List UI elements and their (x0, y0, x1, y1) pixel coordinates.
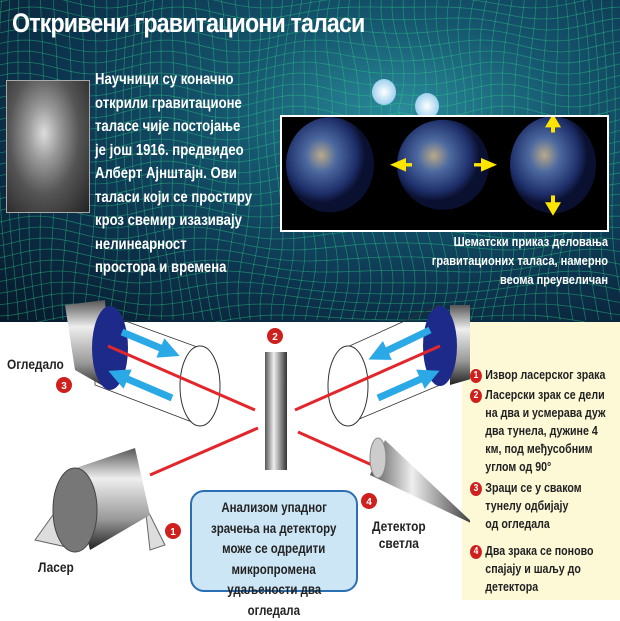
legend-text: тунелу одбијају (485, 497, 614, 515)
legend-text: спајају и шаљу до (485, 560, 614, 578)
grid-line (0, 40, 620, 52)
marker-number: 4 (366, 497, 372, 508)
grid-line (612, 0, 620, 320)
intro-line: нелинеарност (95, 233, 275, 257)
marker-4-icon: 4 (470, 545, 482, 559)
legend-text: Ласерски зрак се дели (485, 388, 604, 402)
laser-beam (150, 428, 258, 475)
page-title: Откривени гравитациони таласи (12, 8, 364, 39)
mirror-label: Огледало (7, 356, 64, 373)
info-line: удаљености два (227, 580, 321, 601)
grid-line (0, 84, 620, 96)
detector-label-line: Детектор (372, 518, 426, 535)
caption-line: Шематски приказ деловања (431, 232, 608, 251)
intro-line: Научници су коначно (95, 68, 275, 92)
light-detector (370, 438, 470, 525)
star-icon (372, 79, 396, 105)
detector-label-line: светла (372, 535, 426, 552)
info-line: огледала (248, 601, 300, 621)
caption-line: веома преувеличан (431, 270, 608, 289)
grid-line (0, 62, 620, 74)
caption-line: гравитационих таласа, намерно (431, 251, 608, 270)
earth-normal (286, 117, 374, 212)
grid-line (0, 51, 620, 63)
grid-line (0, 95, 620, 107)
intro-line: открили гравитационе (95, 92, 275, 116)
laser-beam (298, 432, 372, 465)
info-line: зрачења на детектору (211, 519, 336, 540)
intro-line: је још 1916. предвидео (95, 139, 275, 163)
beam-arrow-icon (118, 375, 172, 398)
legend-text: Два зрака се поново (485, 544, 593, 558)
legend-text: на два и усмерава дуж (485, 404, 614, 422)
marker-2-icon: 2 (470, 389, 482, 403)
intro-line: таласе чије постојање (95, 115, 275, 139)
info-line: Анализом упадног (221, 498, 327, 519)
beam-arrow-icon (378, 375, 430, 398)
earth-deformation-panel (280, 115, 609, 232)
spacetime-background: Откривени гравитациони таласи Научници с… (0, 0, 620, 322)
laser-label: Ласер (38, 559, 74, 576)
beam-arrow-icon (122, 332, 170, 352)
marker-number: 2 (272, 332, 278, 343)
intro-line: Алберт Ајнштајн. Ови (95, 162, 275, 186)
beam-arrow-icon (378, 330, 430, 355)
earth-caption: Шематски приказ деловања гравитационих т… (431, 232, 608, 289)
marker-3-icon: 3 (470, 482, 482, 496)
info-line: микропромена (232, 560, 316, 581)
legend-text: два тунела, дужине 4 (485, 422, 614, 440)
marker-number: 1 (170, 527, 176, 538)
intro-line: таласи који се простиру (95, 186, 275, 210)
beam-splitter (265, 352, 287, 470)
laser-device (35, 448, 165, 552)
legend-text: Извор ласерског зрака (485, 368, 605, 382)
einstein-photo (6, 80, 90, 213)
grid-line (0, 73, 620, 85)
legend-text: углом од 90° (485, 458, 614, 476)
legend-text: детектора (485, 578, 614, 596)
intro-line: простора и времена (95, 256, 275, 280)
left-mirror-tube (65, 300, 220, 426)
marker-number: 3 (61, 381, 67, 392)
marker-1-icon: 1 (470, 369, 482, 383)
info-line: може се одредити (222, 539, 325, 560)
legend-text: км, под међусобним (485, 440, 614, 458)
legend-text: од огледала (485, 515, 614, 533)
intro-line: кроз свемир изазивају (95, 209, 275, 233)
intro-text: Научници су коначно открили гравитационе… (95, 68, 275, 280)
legend-text: Зраци се у сваком (485, 481, 581, 495)
info-box: Анализом упадног зрачења на детектору мо… (190, 490, 358, 592)
